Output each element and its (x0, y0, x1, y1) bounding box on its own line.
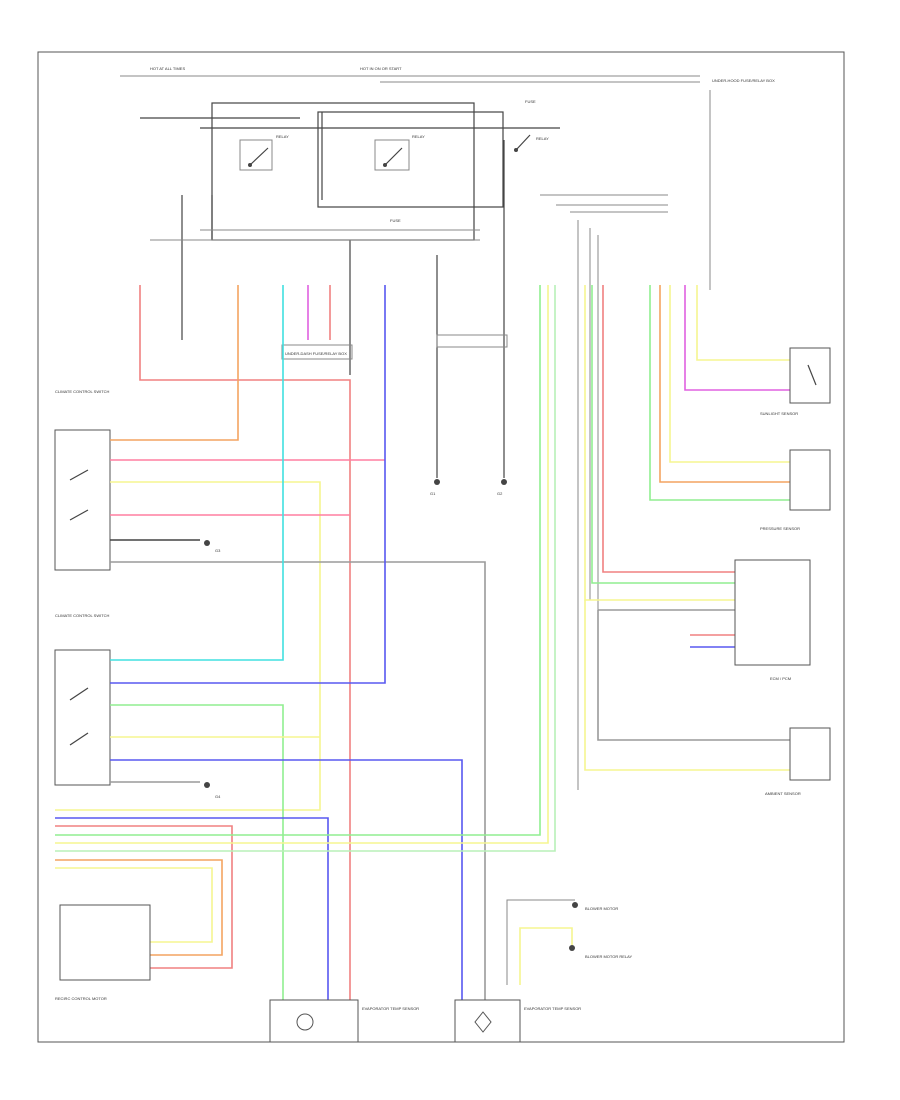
wire-red-3 (55, 825, 233, 969)
wire-yellow-right-2 (584, 600, 790, 771)
wire-magenta-s1 (684, 285, 790, 391)
svg-text:G4: G4 (215, 794, 221, 799)
wire-orange-2 (55, 859, 223, 956)
svg-text:G2: G2 (497, 491, 503, 496)
svg-text:BLOWER MOTOR: BLOWER MOTOR (585, 906, 618, 911)
relay-box-inner (317, 111, 504, 208)
wire-yellow-4 (55, 867, 213, 943)
svg-text:RELAY: RELAY (536, 136, 549, 141)
wire-red-1 (139, 285, 351, 1000)
relay-feeds (150, 112, 505, 470)
label-switch-box-1: CLIMATE CONTROL SWITCH (55, 389, 110, 394)
sunlight-sensor: SUNLIGHT SENSOR (760, 347, 831, 416)
wire-orange-1 (110, 285, 239, 441)
wire-orange-s1 (659, 285, 790, 483)
recirc-motor: RECIRC CONTROL MOTOR (55, 904, 151, 1001)
relay-b: RELAY (374, 134, 425, 171)
wire-blue-3 (55, 817, 329, 1000)
label-hot-run: HOT IN ON OR START (360, 66, 402, 71)
label-switch-box-2: CLIMATE CONTROL SWITCH (55, 613, 110, 618)
underdash-connector (281, 344, 353, 360)
fuse-a-label: FUSE (525, 99, 536, 104)
ambient-sensor: AMBIENT SENSOR (765, 727, 831, 796)
switch-1-contacts (69, 469, 89, 521)
wire-green-s1 (649, 285, 790, 501)
mid-connector (436, 334, 508, 348)
svg-text:EVAPORATOR TEMP SENSOR: EVAPORATOR TEMP SENSOR (524, 1006, 581, 1011)
colored-wires (55, 285, 790, 1000)
wire-blue-2 (110, 759, 463, 1000)
switch-2-contacts (69, 687, 89, 746)
wire-yellow-s2 (669, 285, 790, 463)
wire-cyan-1 (110, 285, 284, 661)
diagram-frame (37, 51, 845, 1043)
ground-4-icon: G4 (204, 782, 221, 799)
blower-relay: BLOWER MOTOR RELAY (519, 927, 633, 985)
svg-text:G3: G3 (215, 548, 221, 553)
blower-motor: BLOWER MOTOR (506, 899, 618, 985)
svg-text:RELAY: RELAY (276, 134, 289, 139)
svg-text:RECIRC CONTROL MOTOR: RECIRC CONTROL MOTOR (55, 996, 107, 1001)
switch-box-1 (54, 429, 111, 571)
relay-a: RELAY (239, 134, 289, 171)
label-underdash-box: UNDER-DASH FUSE/RELAY BOX (285, 351, 347, 356)
wire-gray-right-2 (597, 610, 790, 741)
ground-3-icon: G3 (204, 540, 221, 553)
svg-text:AMBIENT SENSOR: AMBIENT SENSOR (765, 791, 801, 796)
label-hot-all-times: HOT AT ALL TIMES (150, 66, 185, 71)
fuse-b-label: FUSE (390, 218, 401, 223)
wire-red-right (602, 285, 735, 573)
wire-green-2 (55, 285, 541, 836)
svg-text:ECM / PCM: ECM / PCM (770, 676, 791, 681)
svg-text:BLOWER MOTOR RELAY: BLOWER MOTOR RELAY (585, 954, 633, 959)
wire-yellow-3 (55, 285, 549, 844)
wire-green-right (591, 285, 735, 584)
svg-text:G1: G1 (430, 491, 436, 496)
wire-green-3 (55, 285, 556, 852)
wire-green-1 (110, 704, 284, 1000)
svg-text:SUNLIGHT SENSOR: SUNLIGHT SENSOR (760, 411, 798, 416)
wire-blue-1 (110, 285, 386, 684)
ecm-module: ECM / PCM (734, 559, 811, 681)
wire-yellow-1 (55, 481, 321, 811)
svg-text:EVAPORATOR TEMP SENSOR: EVAPORATOR TEMP SENSOR (362, 1006, 419, 1011)
label-relay-box: UNDER-HOOD FUSE/RELAY BOX (712, 78, 775, 83)
pressure-sensor: PRESSURE SENSOR (760, 449, 831, 531)
switch-box-2 (54, 649, 111, 786)
svg-text:RELAY: RELAY (412, 134, 425, 139)
svg-text:PRESSURE SENSOR: PRESSURE SENSOR (760, 526, 800, 531)
wire-gray-1 (110, 561, 486, 1000)
evap-sensor-1: EVAPORATOR TEMP SENSOR (269, 999, 419, 1043)
ground-1-icon: G1 (430, 470, 440, 496)
wire-yellow-s1 (696, 285, 790, 361)
evap-sensor-2: EVAPORATOR TEMP SENSOR (454, 999, 581, 1043)
ground-2-icon: G2 (497, 470, 507, 496)
right-bundle (540, 194, 668, 790)
relay-box-outline (211, 102, 475, 241)
relay-c: RELAY (514, 134, 549, 152)
